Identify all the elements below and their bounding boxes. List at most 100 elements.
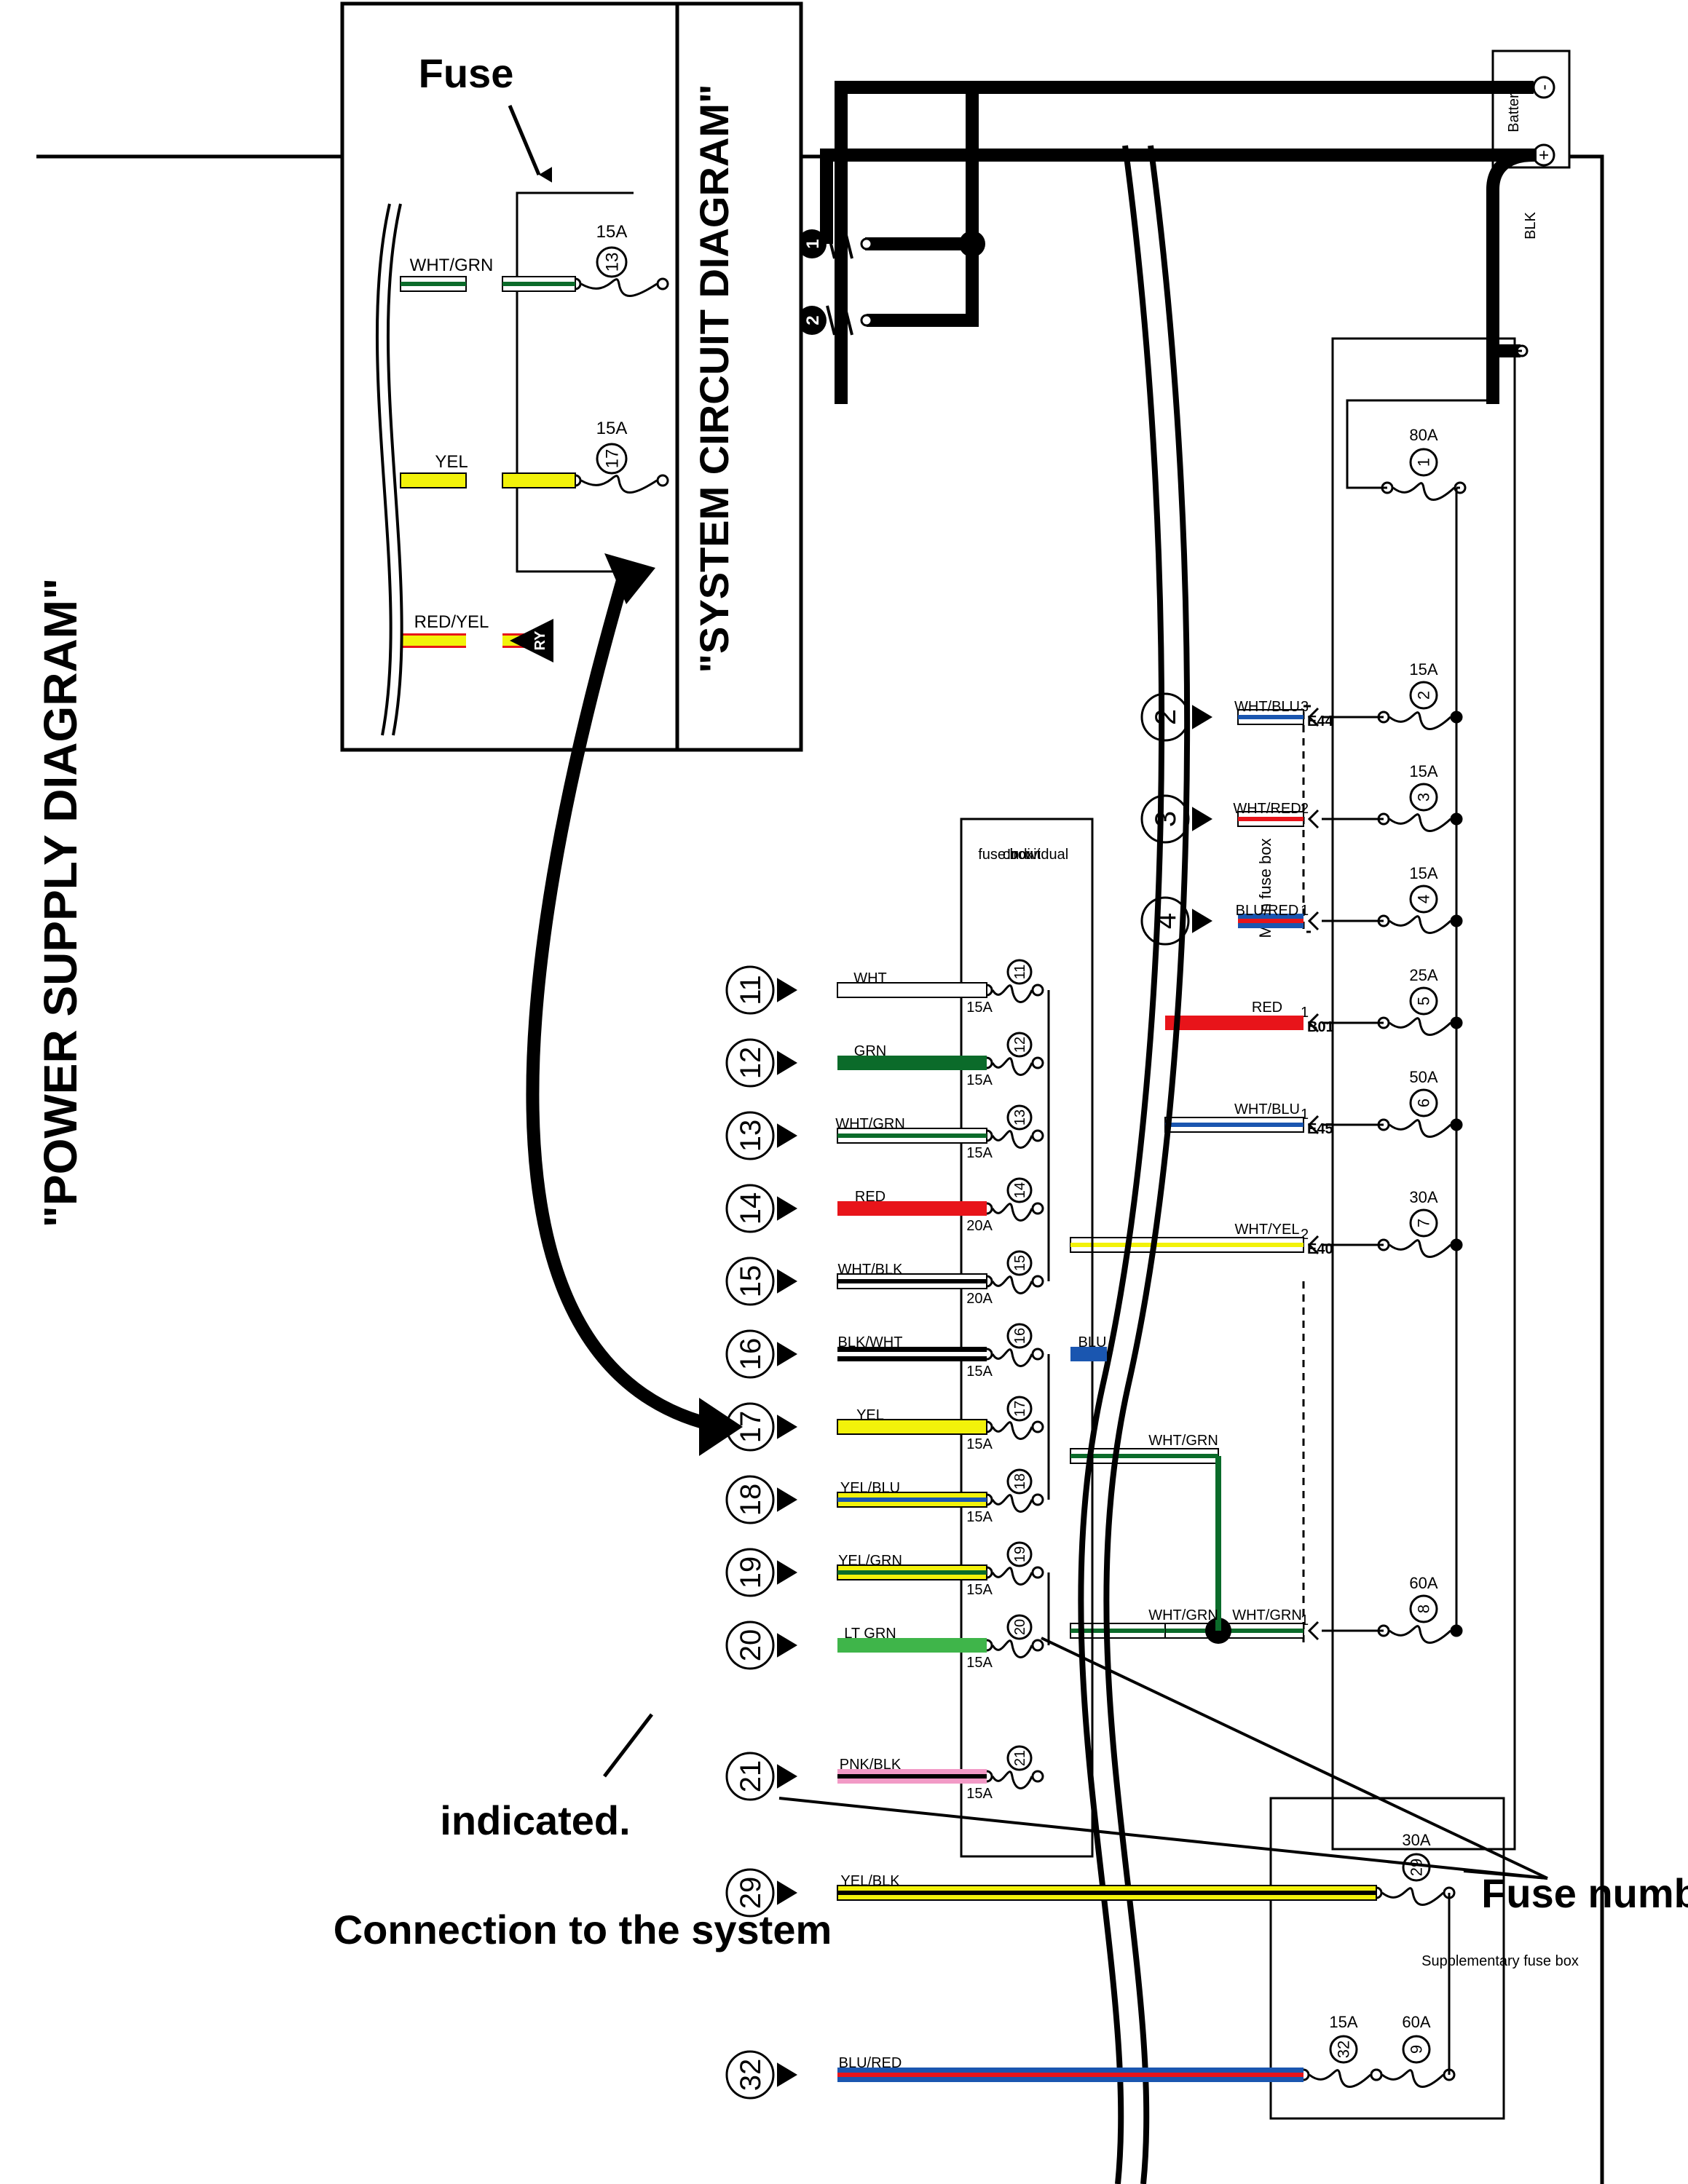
individual-fuse-13-destination: 13 — [735, 1120, 767, 1152]
individual-fuse-21-destination-ring — [725, 1752, 775, 1801]
individual-fuse-18-element — [991, 1494, 1033, 1513]
main-fuse-7-wire-code: WHT/YEL — [1235, 1222, 1300, 1238]
individual-fuse-13-term-b — [1031, 1129, 1044, 1142]
fuse-number-pointer-b — [778, 1797, 1548, 1880]
main-fuse-4-number: 4 — [1415, 895, 1433, 903]
individual-fuse-19-amp: 15A — [966, 1582, 993, 1598]
individual-fuse-19-wire-code: YEL/GRN — [838, 1553, 902, 1569]
main-fuse-5-number-ring — [1409, 986, 1438, 1016]
ground-1-terminal — [860, 237, 873, 250]
system-ry-label: RY — [532, 630, 548, 651]
system-break-b — [375, 203, 393, 736]
individual-fuse-18-destination-ring — [725, 1475, 775, 1524]
main-fuse-6-wire-code: WHT/BLU — [1234, 1101, 1300, 1117]
individual-fuse-20-element — [991, 1639, 1033, 1658]
individual-fuse-14-wire-code: RED — [855, 1189, 886, 1205]
battery-negative-sign: - — [1534, 84, 1554, 90]
main-fuse-5-number: 5 — [1415, 997, 1433, 1005]
individual-fuse-21-wire-code: PNK/BLK — [840, 1757, 902, 1773]
main-fuse-7-number: 7 — [1415, 1219, 1433, 1227]
individual-box-label-line: fuse box — [978, 847, 1033, 863]
individual-fuse-20-arrow — [777, 1633, 797, 1658]
individual-fuse-20-wire — [837, 1638, 987, 1653]
individual-fuse-12-destination-ring — [725, 1038, 775, 1088]
individual-fuse-12-destination: 12 — [735, 1047, 767, 1080]
individual-fuse-15-number-ring — [1006, 1250, 1033, 1276]
main-fuse-7-wire-stripe — [1070, 1243, 1304, 1247]
individual-fuse-20-destination-ring — [725, 1621, 775, 1670]
battery-wire-code: BLK — [1523, 211, 1539, 239]
individual-fuse-14-destination: 14 — [735, 1192, 767, 1225]
main-fuse-5-element — [1389, 1017, 1452, 1036]
individual-fuse-11-destination: 11 — [735, 975, 767, 1005]
individual-fuse-18-wire-code: YEL/BLU — [840, 1480, 900, 1496]
system-fuse-13-number: 13 — [602, 253, 622, 272]
individual-fuse-15-term-b — [1031, 1275, 1044, 1288]
main-fuse-4-element — [1389, 915, 1452, 934]
supplementary-fuse-29-element — [1381, 1887, 1445, 1906]
main-fuse-8-wire-stripe — [1165, 1629, 1304, 1633]
individual-fuse-19-destination: 19 — [735, 1556, 767, 1589]
main-fuse-7-pin: 2 — [1301, 1227, 1309, 1243]
individual-fuse-16-wire-code: BLK/WHT — [838, 1334, 903, 1350]
individual-fuse-16-amp: 15A — [966, 1364, 993, 1380]
system-fuse-pointer — [508, 105, 541, 175]
individual-fuse-17-wire-code: YEL — [856, 1407, 884, 1423]
main-fuse-box — [1331, 337, 1516, 1851]
main-fuse-3-number-ring — [1409, 783, 1438, 812]
individual-fuse-18-wire-stripe — [837, 1497, 987, 1502]
individual-fuse-15-wire-code: WHT/BLK — [838, 1262, 904, 1278]
supplementary-box-label: Supplementary fuse box — [1421, 1953, 1579, 1969]
battery-wire-label-gap — [1518, 206, 1540, 244]
individual-fuse-18-arrow — [777, 1487, 797, 1512]
ground-1-badge — [797, 229, 827, 258]
individual-fuse-16-number-ring — [1006, 1323, 1033, 1349]
main-fuse-6-connector — [1307, 1115, 1320, 1135]
individual-fuse-13-number: 13 — [1012, 1109, 1028, 1125]
main-fuse-8-element — [1389, 1625, 1452, 1644]
main-fuse-6-number-ring — [1409, 1088, 1438, 1117]
individual-fuse-12-arrow — [777, 1051, 797, 1075]
main-fuse-3-wire-stripe — [1238, 817, 1304, 821]
individual-fuse-13-element — [991, 1130, 1033, 1149]
individual-fuse-15-element — [991, 1275, 1033, 1294]
individual-fuse-14-element — [991, 1203, 1033, 1222]
main-fuse-2-amp: 15A — [1409, 660, 1437, 678]
supplementary-fuse-29-amp: 30A — [1402, 1831, 1430, 1849]
individual-fuse-14-wire — [837, 1201, 987, 1216]
main-fuse-3-amp: 15A — [1409, 762, 1437, 780]
main-fuse-2-connector — [1307, 707, 1320, 727]
main-fuse-5-wire — [1165, 1016, 1304, 1030]
individual-fuse-14-arrow — [777, 1196, 797, 1221]
system-fuse-13-wire-upper-stripe — [502, 282, 575, 286]
main-fuse-4-destination-ring — [1140, 896, 1190, 946]
battery-label: Battery — [1506, 86, 1522, 132]
system-circuit-frame — [340, 1, 803, 752]
individual-fuse-13-arrow — [777, 1123, 797, 1148]
wht-grn-branch-stripe — [1070, 1454, 1218, 1458]
individual-fuse-11-wire-code: WHT — [853, 970, 887, 986]
main-fuse-7-element — [1389, 1239, 1452, 1258]
main-fuse-1-element — [1392, 482, 1456, 501]
individual-fuse-19-destination-ring — [725, 1548, 775, 1597]
system-break-a — [386, 203, 403, 736]
individual-fuse-17-number: 17 — [1012, 1401, 1028, 1417]
individual-fuse-21-number-ring — [1006, 1745, 1033, 1771]
individual-fuse-14-amp: 20A — [966, 1218, 993, 1234]
system-fuse-13-wire-code: WHT/GRN — [410, 256, 494, 275]
supplementary-fuse-32-arrow — [777, 2062, 797, 2087]
main-fuse-6-number: 6 — [1415, 1099, 1433, 1107]
system-fuse-17-element — [580, 475, 658, 494]
break-line-upper — [1103, 145, 1191, 2184]
individual-fuse-13-wire-stripe — [837, 1133, 987, 1138]
main-fuse-7-number-ring — [1409, 1208, 1438, 1238]
supplementary-fuse-9-number-ring — [1402, 2035, 1431, 2064]
main-fuse-7-connector-id: E40 — [1307, 1241, 1333, 1257]
individual-fuse-11-number-ring — [1006, 959, 1033, 985]
supplementary-fuse-29-destination: 29 — [735, 1877, 767, 1910]
main-fuse-3-connector — [1307, 809, 1320, 829]
individual-fuse-12-amp: 15A — [966, 1072, 993, 1088]
individual-fuse-13-amp: 15A — [966, 1145, 993, 1161]
main-fuse-6-element — [1389, 1119, 1452, 1138]
system-fuse-13-term-b — [656, 277, 669, 290]
